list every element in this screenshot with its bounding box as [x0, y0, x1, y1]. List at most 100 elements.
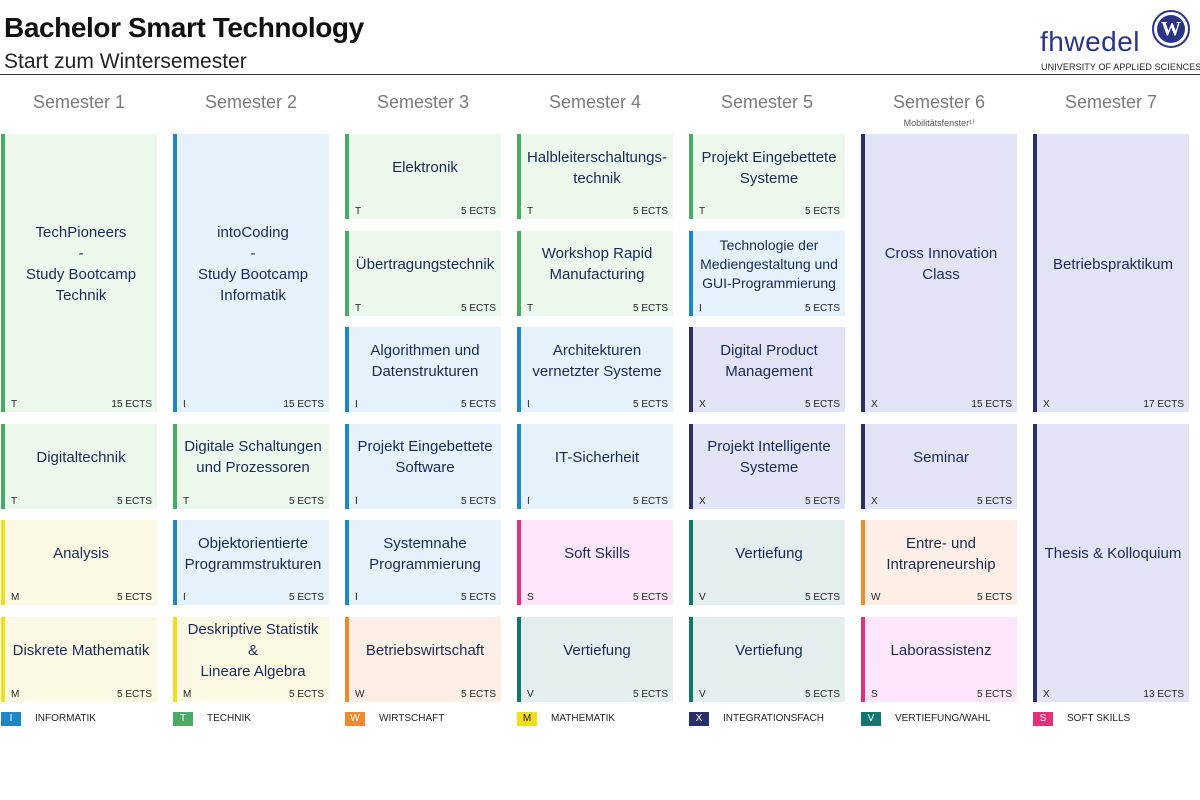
- module-name: Deskriptive Statistik & Lineare Algebra: [187, 621, 319, 680]
- module-name: Halbleiterschaltungs- technik: [526, 148, 668, 187]
- module-name: Seminar: [913, 448, 969, 466]
- module-ects: 5 ECTS: [460, 206, 496, 217]
- module-ects: 15 ECTS: [111, 399, 152, 411]
- module-category-code: X: [699, 399, 706, 411]
- module-ects: 5 ECTS: [976, 689, 1012, 700]
- fh-wedel-logo: fhwedel W UNIVERSITY OF APPLIED SCIENCES: [1040, 8, 1200, 74]
- logo-emblem-letter: W: [1157, 15, 1185, 43]
- module-category-code: I: [183, 399, 186, 411]
- semester-header-5: Semester 5: [720, 92, 814, 112]
- module-name: Analysis: [53, 545, 109, 563]
- module-category-code: M: [183, 689, 192, 700]
- legend-swatch: V: [861, 712, 881, 726]
- module-name: Digital Product Management: [720, 341, 818, 380]
- module-name: Cross Innovation Class: [884, 245, 998, 284]
- module-name: Thesis & Kolloquium: [1044, 545, 1182, 563]
- module-ects: 5 ECTS: [976, 592, 1012, 604]
- module-name: Entre- und Intrapreneurship: [886, 534, 996, 573]
- module-category-code: W: [355, 689, 365, 700]
- legend-swatch: S: [1033, 712, 1053, 726]
- module-name: Digitaltechnik: [36, 448, 126, 466]
- module-category-code: I: [527, 495, 530, 507]
- module-name: intoCoding - Study Bootcamp Informatik: [197, 224, 309, 305]
- module-ects: 5 ECTS: [804, 495, 840, 507]
- module-category-code: X: [871, 399, 878, 411]
- legend-label: SOFT SKILLS: [1067, 713, 1131, 724]
- module-name: Digitale Schaltungen und Prozessoren: [184, 438, 322, 477]
- module-tile: Technologie der Mediengestaltung und GUI…: [689, 230, 845, 316]
- module-ects: 5 ECTS: [804, 399, 840, 411]
- module-ects: 5 ECTS: [976, 495, 1012, 507]
- module-ects: 15 ECTS: [971, 399, 1012, 411]
- module-ects: 5 ECTS: [804, 206, 840, 217]
- module-name: Projekt Eingebettete Systeme: [701, 148, 837, 187]
- legend-label: TECHNIK: [207, 713, 251, 724]
- module-category-code: S: [527, 592, 534, 604]
- module-category-code: T: [527, 206, 534, 217]
- module-ects: 5 ECTS: [460, 592, 496, 604]
- module-ects: 5 ECTS: [460, 689, 496, 700]
- module-name: Elektronik: [392, 159, 458, 176]
- module-name: Objektorientierte Programmstrukturen: [184, 534, 322, 573]
- module-name: Architekturen vernetzter Systeme: [532, 341, 662, 380]
- legend-swatch: M: [517, 712, 537, 726]
- page-title: Bachelor Smart Technology: [4, 12, 364, 43]
- module-category-code: X: [871, 495, 878, 507]
- module-ects: 5 ECTS: [116, 495, 152, 507]
- module-name: Soft Skills: [564, 545, 630, 563]
- module-category-code: I: [527, 399, 530, 411]
- page-subtitle: Start zum Wintersemester: [4, 50, 247, 73]
- module-category-code: V: [699, 592, 706, 604]
- module-category-code: I: [699, 302, 702, 314]
- semester-header-6: Semester 6: [892, 92, 986, 112]
- module-name: Vertiefung: [735, 545, 803, 563]
- module-category-code: X: [1043, 399, 1050, 411]
- legend-swatch: W: [345, 712, 365, 726]
- module-category-code: M: [11, 592, 20, 604]
- module-ects: 5 ECTS: [632, 689, 668, 700]
- module-ects: 13 ECTS: [1143, 688, 1184, 700]
- module-category-code: S: [871, 689, 878, 700]
- header-divider: [0, 74, 1200, 75]
- module-name: Technologie der Mediengestaltung und GUI…: [700, 236, 838, 291]
- module-category-code: T: [11, 495, 18, 507]
- module-name: Workshop Rapid Manufacturing: [541, 245, 653, 284]
- module-ects: 5 ECTS: [116, 689, 152, 700]
- module-ects: 5 ECTS: [288, 592, 324, 604]
- semester-header-4: Semester 4: [548, 92, 642, 112]
- module-category-code: I: [355, 495, 358, 507]
- module-ects: 5 ECTS: [460, 302, 496, 314]
- semester-header-7: Semester 7: [1064, 92, 1158, 112]
- module-ects: 5 ECTS: [460, 399, 496, 411]
- legend-label: WIRTSCHAFT: [379, 713, 445, 724]
- module-name: Vertiefung: [563, 642, 631, 659]
- module-category-code: T: [355, 302, 362, 314]
- legend-label: MATHEMATIK: [551, 713, 616, 724]
- module-name: IT-Sicherheit: [554, 448, 640, 466]
- module-name: Diskrete Mathematik: [12, 642, 150, 659]
- module-name: Übertragungstechnik: [355, 255, 495, 273]
- semester-note-6: Mobilitätsfenster¹⁾: [903, 118, 975, 128]
- module-name: Systemnahe Programmierung: [369, 534, 481, 573]
- module-ects: 5 ECTS: [632, 206, 668, 217]
- semester-header-3: Semester 3: [376, 92, 470, 112]
